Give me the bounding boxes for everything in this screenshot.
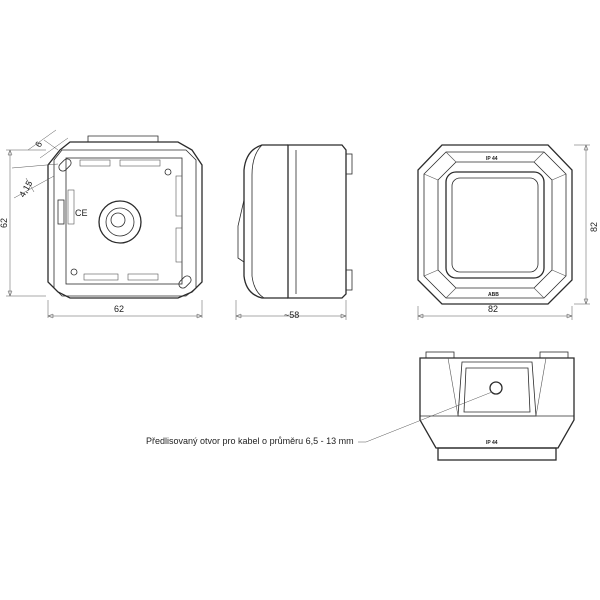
brand-label: ABB — [488, 292, 499, 298]
dim-height-62: 62 — [0, 218, 9, 228]
bottom-view: IP 44 — [419, 351, 575, 461]
side-view — [237, 144, 353, 299]
ip-rating-bottom-label: IP 44 — [486, 440, 498, 446]
ce-mark: CE — [75, 208, 88, 218]
front-view: IP 44 ABB — [417, 144, 573, 305]
dim-front-height: 82 — [589, 222, 599, 232]
back-view: CE — [47, 135, 203, 299]
ip-rating-label: IP 44 — [486, 156, 498, 162]
dim-hole-diameter: 4,15 — [17, 179, 34, 199]
dim-depth: ~58 — [284, 310, 299, 320]
front-view-dimensions: 82 82 — [417, 144, 599, 320]
cable-opening-text: Předlisovaný otvor pro kabel o průměru 6… — [146, 436, 354, 446]
side-view-dimensions: ~58 — [235, 300, 347, 320]
dim-width-62: 62 — [114, 304, 124, 314]
cable-opening-annotation: Předlisovaný otvor pro kabel o průměru 6… — [146, 391, 493, 446]
dim-hole-spacing: 6 — [33, 140, 44, 149]
dim-front-width: 82 — [488, 304, 498, 314]
